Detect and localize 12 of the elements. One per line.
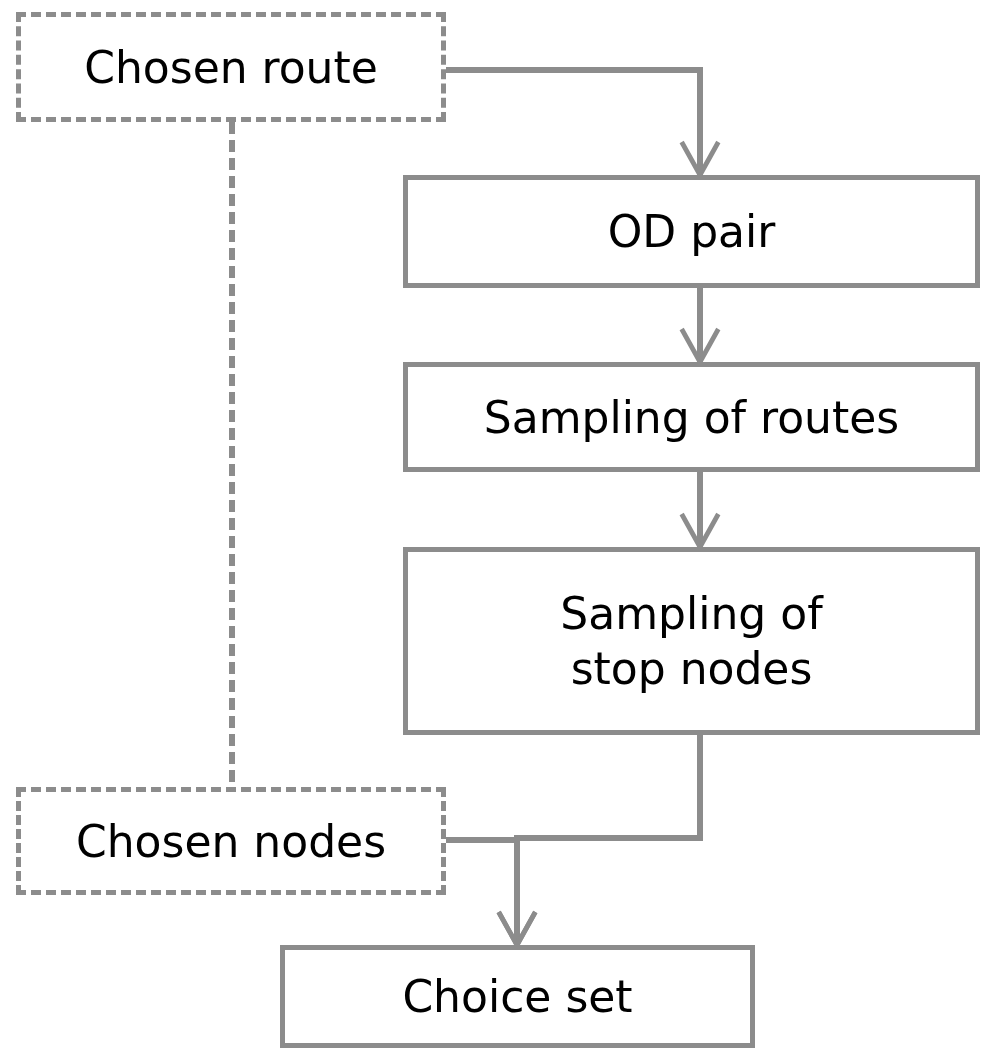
process-box bbox=[403, 362, 980, 472]
box-label: Sampling of stop nodes bbox=[559, 587, 825, 696]
box-label: Chosen route bbox=[84, 40, 378, 95]
process-box bbox=[16, 12, 446, 122]
process-box bbox=[16, 787, 446, 895]
box-label: Sampling of routes bbox=[483, 390, 900, 445]
process-box bbox=[280, 945, 755, 1048]
process-box bbox=[403, 547, 980, 735]
process-box bbox=[403, 175, 980, 288]
box-label: Chosen nodes bbox=[75, 814, 387, 869]
box-label: OD pair bbox=[607, 205, 776, 259]
box-label: Choice set bbox=[402, 970, 633, 1024]
